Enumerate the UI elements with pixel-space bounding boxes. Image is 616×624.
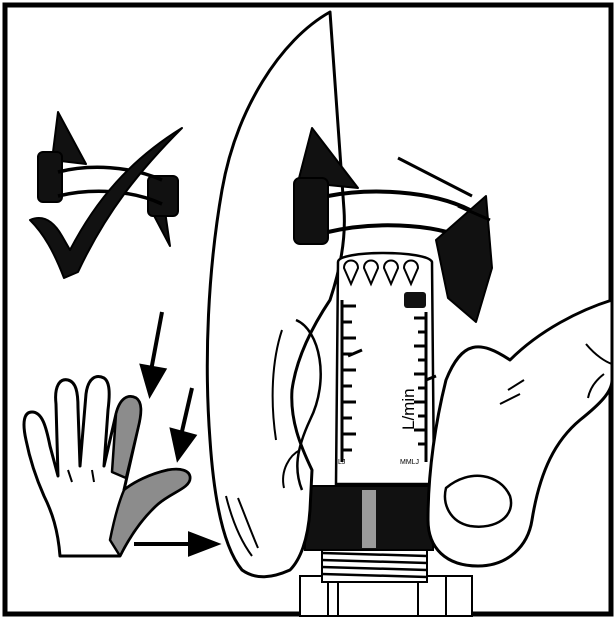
threaded-connector xyxy=(305,486,433,582)
scale-mark-left: LJ xyxy=(338,459,345,466)
unit-label: L/min xyxy=(399,388,418,430)
flowmeter-tube: L/min LJ MMLJ xyxy=(336,253,434,484)
scale-mark-right: MMLJ xyxy=(400,459,419,466)
